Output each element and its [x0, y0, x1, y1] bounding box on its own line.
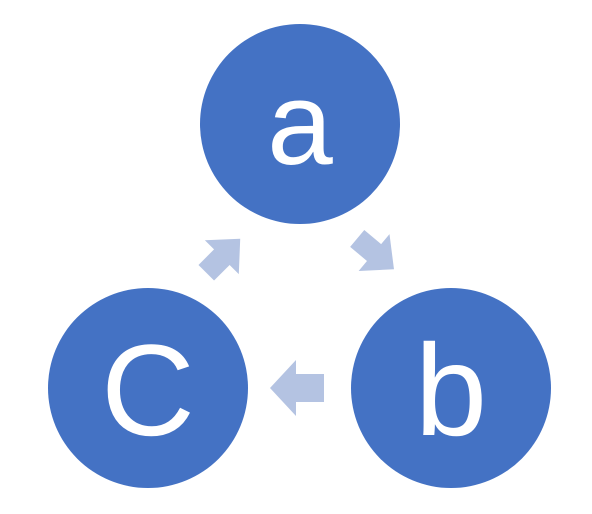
node-c-label: C [101, 317, 195, 463]
node-c: C [48, 288, 248, 488]
node-a-circle [200, 24, 400, 224]
node-a: a [200, 24, 400, 224]
node-b-circle [351, 288, 551, 488]
arrow-a-to-b [350, 230, 394, 271]
node-b: b [351, 288, 551, 488]
node-c-circle [48, 288, 248, 488]
arrow-c-to-a [198, 238, 241, 281]
arrow-b-to-c [270, 360, 324, 416]
node-a-label: a [267, 58, 333, 190]
node-b-label: b [415, 317, 487, 463]
